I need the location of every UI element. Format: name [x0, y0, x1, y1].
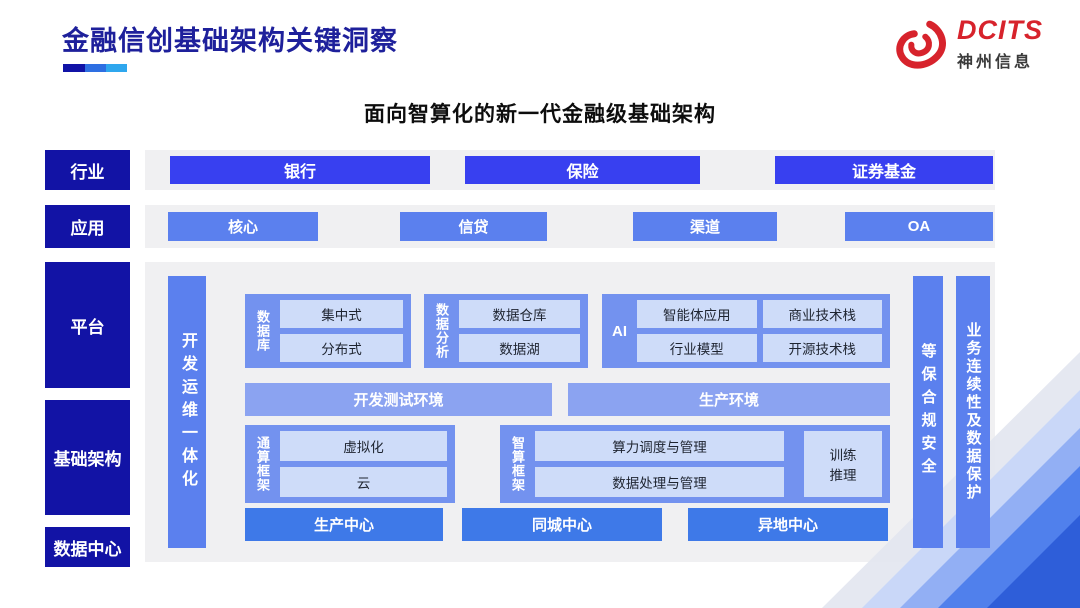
intelligent-item-data-management: 数据处理与管理	[535, 467, 784, 497]
ai-group: AI 智能体应用 商业技术栈 行业模型 开源技术栈	[602, 294, 890, 368]
dcits-swirl-icon	[896, 20, 946, 69]
corner-stripes-decoration	[822, 352, 1080, 608]
general-item-cloud: 云	[280, 467, 447, 497]
application-block-channel: 渠道	[633, 212, 777, 241]
general-framework-items: 虚拟化 云	[280, 431, 447, 497]
industry-block-bank: 银行	[170, 156, 430, 184]
analytics-group: 数据分析 数据仓库 数据湖	[424, 294, 588, 368]
diagram-title: 面向智算化的新一代金融级基础架构	[364, 103, 716, 126]
analytics-item-datalake: 数据湖	[459, 334, 580, 362]
ai-group-label: AI	[612, 322, 627, 340]
ai-item-opensource-stack: 开源技术栈	[762, 334, 882, 362]
intelligent-computing-framework-group: 智算框架 算力调度与管理 数据处理与管理 训练 推理	[500, 425, 890, 503]
application-block-oa: OA	[845, 212, 993, 241]
database-group: 数据库 集中式 分布式	[245, 294, 411, 368]
environment-devtest: 开发测试环境	[245, 383, 552, 416]
dcits-logo: DCITS 神州信息	[888, 16, 1043, 72]
database-group-label: 数据库	[255, 310, 270, 352]
analytics-item-warehouse: 数据仓库	[459, 300, 580, 328]
application-block-credit: 信贷	[400, 212, 547, 241]
environment-production: 生产环境	[568, 383, 890, 416]
application-block-core: 核心	[168, 212, 318, 241]
industry-block-securities: 证券基金	[775, 156, 993, 184]
intelligent-item-compute-scheduling: 算力调度与管理	[535, 431, 784, 461]
intelligent-framework-label: 智算框架	[510, 436, 525, 492]
row-label-datacenter: 数据中心	[45, 527, 130, 567]
database-item-centralized: 集中式	[280, 300, 403, 328]
ai-group-items: 智能体应用 商业技术栈 行业模型 开源技术栈	[637, 300, 882, 362]
datacenter-samecity-center: 同城中心	[462, 508, 662, 541]
ai-item-commercial-stack: 商业技术栈	[762, 300, 882, 328]
intelligent-item-training-inference: 训练 推理	[804, 431, 882, 497]
analytics-group-label: 数据分析	[434, 303, 449, 359]
row-label-industry: 行业	[45, 150, 130, 190]
devops-vertical-bar: 开发运维一体化	[168, 276, 206, 548]
analytics-group-items: 数据仓库 数据湖	[459, 300, 580, 362]
page-title: 金融信创基础架构关键洞察	[62, 26, 398, 56]
industry-block-insurance: 保险	[465, 156, 700, 184]
ai-item-industry-models: 行业模型	[637, 334, 757, 362]
general-item-virtualization: 虚拟化	[280, 431, 447, 461]
logo-company-text: 神州信息	[957, 53, 1034, 71]
row-label-platform: 平台	[45, 262, 130, 388]
compliance-security-vertical-bar: 等保合规安全	[913, 276, 943, 548]
general-computing-framework-group: 通算框架 虚拟化 云	[245, 425, 455, 503]
ai-item-agent-apps: 智能体应用	[637, 300, 757, 328]
title-underline-decoration	[63, 64, 127, 72]
logo-brand-text: DCITS	[957, 14, 1043, 45]
intelligent-framework-items: 算力调度与管理 数据处理与管理	[535, 431, 784, 497]
row-label-infrastructure: 基础架构	[45, 400, 130, 515]
database-item-distributed: 分布式	[280, 334, 403, 362]
business-continuity-vertical-bar: 业务连续性及数据保护	[956, 276, 990, 548]
datacenter-production-center: 生产中心	[245, 508, 443, 541]
database-group-items: 集中式 分布式	[280, 300, 403, 362]
general-framework-label: 通算框架	[255, 436, 270, 492]
row-label-application: 应用	[45, 205, 130, 248]
logo-text: DCITS 神州信息	[957, 14, 1043, 72]
datacenter-remote-center: 异地中心	[688, 508, 888, 541]
